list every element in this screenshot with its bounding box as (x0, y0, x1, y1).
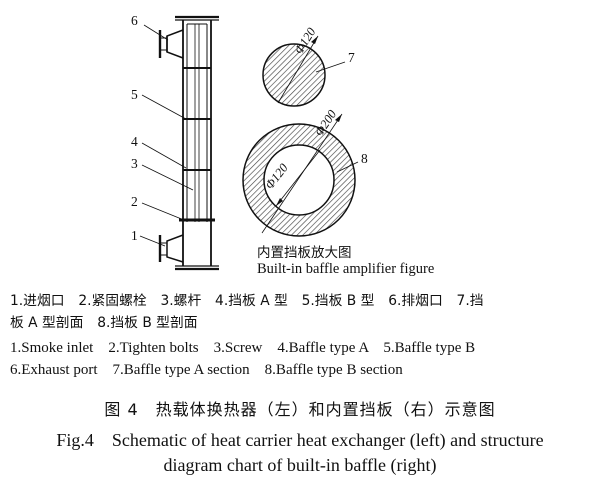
legend-line: 1.进烟口 2.紧固螺栓 3.螺杆 4.挡板 A 型 5.挡板 B 型 6.排烟… (10, 293, 484, 309)
legend-line: 板 A 型剖面 8.挡板 B 型剖面 (10, 315, 198, 331)
part-label: 8 (361, 151, 368, 166)
legend-english: 1.Smoke inlet 2.Tighten bolts 3.Screw 4.… (10, 337, 595, 381)
part-label: 1 (131, 228, 138, 243)
part-label: 4 (131, 134, 138, 149)
part-label: 7 (348, 50, 355, 65)
legend-line: 6.Exhaust port 7.Baffle type A section 8… (10, 362, 403, 378)
leader-line (315, 61, 346, 73)
leader-line (336, 161, 359, 173)
legend-line: 1.Smoke inlet 2.Tighten bolts 3.Screw 4.… (10, 340, 476, 356)
part-label: 3 (131, 156, 138, 171)
caption-english: Fig.4 Schematic of heat carrier heat exc… (0, 428, 600, 478)
smoke-inlet (166, 234, 184, 263)
baffle-a-section (262, 43, 326, 107)
caption-english-line: diagram chart of built-in baffle (right) (163, 455, 437, 475)
exhaust-port (166, 29, 184, 59)
part-labels: 6 5 4 3 2 1 (131, 13, 138, 243)
dimension-line (275, 149, 321, 207)
figure-caption: 图 4 热载体换热器（左）和内置挡板（右）示意图 Fig.4 Schematic… (0, 398, 600, 478)
part-label: 5 (131, 87, 138, 102)
part-label: 2 (131, 194, 138, 209)
dimension-line (277, 35, 319, 104)
legend-chinese: 1.进烟口 2.紧固螺栓 3.螺杆 4.挡板 A 型 5.挡板 B 型 6.排烟… (10, 290, 595, 334)
leader-lines (139, 24, 194, 247)
exchanger-column (158, 15, 219, 271)
baffle-b-hole (263, 144, 335, 216)
inset-title-cn: 内置挡板放大图 (257, 245, 352, 261)
caption-english-line: Fig.4 Schematic of heat carrier heat exc… (56, 430, 544, 450)
part-label: 6 (131, 13, 138, 28)
inset-title-en: Built-in baffle amplifier figure (257, 261, 434, 277)
dimension-label: Φ200 (312, 107, 340, 139)
caption-chinese: 图 4 热载体换热器（左）和内置挡板（右）示意图 (104, 400, 496, 419)
heat-exchanger-diagram: 6 5 4 3 2 1 Φ120 7 Φ200 Φ120 8 内置挡板放大图 B… (131, 13, 434, 277)
